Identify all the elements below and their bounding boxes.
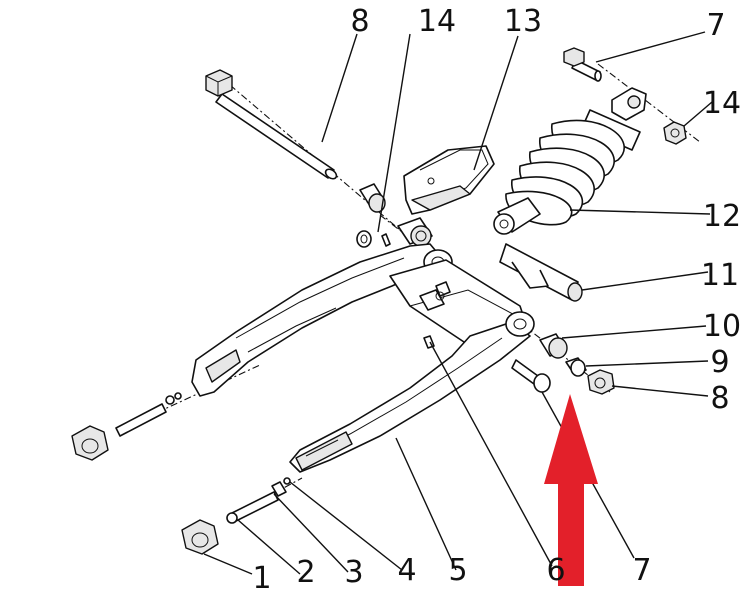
chain-adjuster-upper (71, 392, 182, 461)
callout-1: 1 (252, 561, 271, 596)
bushing-top (356, 183, 391, 248)
pivot-bushing (397, 217, 433, 247)
callout-12: 12 (703, 199, 741, 234)
swingarm (191, 243, 535, 473)
red-highlight-arrow (544, 394, 598, 586)
callout-8-right: 8 (710, 381, 729, 416)
callout-9: 9 (710, 345, 729, 380)
callout-14-right: 14 (703, 86, 741, 121)
shock-mount-bracket (499, 243, 583, 302)
callout-6: 6 (546, 553, 565, 588)
callout-5: 5 (448, 553, 467, 588)
callout-labels: 8 14 13 7 14 12 11 10 9 8 1 2 3 4 5 6 7 (252, 4, 741, 596)
nut-8-right (587, 369, 615, 395)
callout-2: 2 (296, 555, 315, 590)
callout-14-top: 14 (418, 4, 456, 39)
callout-3: 3 (344, 555, 363, 590)
shock-absorber (493, 87, 647, 235)
chain-adjuster-lower (181, 477, 291, 555)
callout-7-top: 7 (706, 8, 725, 43)
callout-11: 11 (701, 258, 739, 293)
callout-10: 10 (703, 309, 741, 344)
chain-slider (403, 145, 495, 215)
bolt-7-bottom (511, 359, 551, 393)
bushing-10 (539, 333, 568, 359)
callout-8-top: 8 (350, 4, 369, 39)
shock-bolt-top (563, 47, 602, 82)
callout-13: 13 (504, 4, 542, 39)
spacer-9 (565, 357, 587, 377)
shock-nut (663, 121, 687, 145)
axle-bolt-long (205, 69, 338, 180)
callout-7-bottom: 7 (632, 553, 651, 588)
callout-4: 4 (397, 553, 416, 588)
leader-lines (203, 31, 713, 575)
